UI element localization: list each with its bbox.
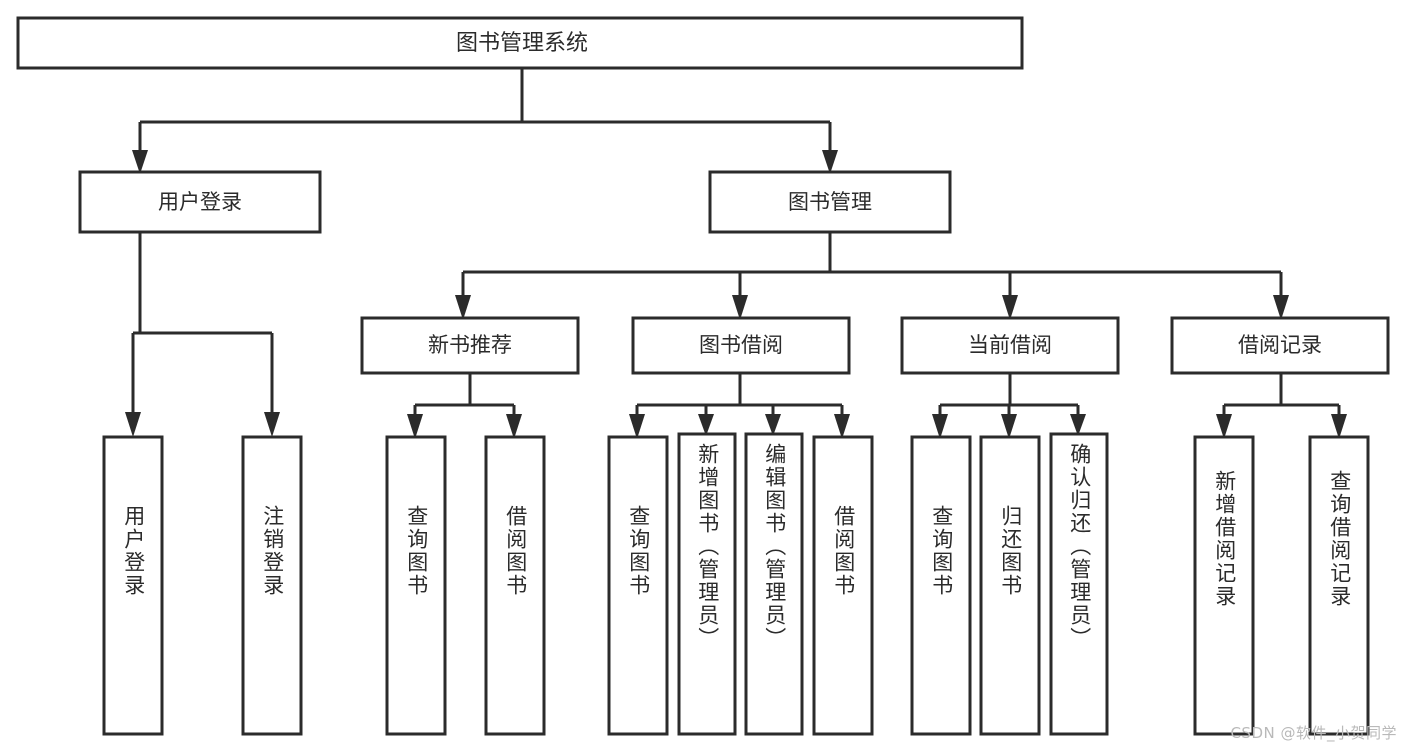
leaf-add-record-box[interactable] xyxy=(1193,435,1255,736)
node-current-borrow-box[interactable] xyxy=(900,316,1120,375)
arrowhead-leaf-user-logout xyxy=(264,412,280,437)
csdn-watermark: CSDN @软件_小贺同学 xyxy=(1230,724,1397,742)
leaf-confirm-return-box[interactable] xyxy=(1049,432,1109,736)
arrowhead-leaf-edit-book xyxy=(765,414,781,436)
leaf-boxes xyxy=(102,432,1370,736)
arrowhead-leaf-query-book-1 xyxy=(407,414,423,439)
leaf-borrow-book-1-box[interactable] xyxy=(484,435,546,736)
leaf-borrow-book-2-box[interactable] xyxy=(812,435,874,736)
arrowhead-leaf-add-book xyxy=(698,414,714,436)
arrowhead-user-login xyxy=(132,150,148,174)
leaf-user-logout-box[interactable] xyxy=(241,435,303,736)
leaf-user-login-box[interactable] xyxy=(102,435,164,736)
arrowhead-leaf-confirm-return xyxy=(1070,414,1086,436)
arrowhead-leaf-query-book-2 xyxy=(629,414,645,439)
arrowhead-book-borrow xyxy=(732,295,748,320)
node-borrow-record-label: 借阅记录 xyxy=(1238,333,1322,357)
node-user-login-box[interactable] xyxy=(78,170,322,234)
leaf-query-book-1-box[interactable] xyxy=(385,435,447,736)
node-new-book-recommend-box[interactable] xyxy=(360,316,580,375)
node-user-login[interactable]: 用户登录 xyxy=(78,170,322,234)
arrowhead-leaf-return-book xyxy=(1001,414,1017,439)
leaf-add-book-box[interactable] xyxy=(677,432,737,736)
arrowhead-leaf-borrow-book-2 xyxy=(834,414,850,439)
leaf-edit-book-box[interactable] xyxy=(744,432,804,736)
arrowhead-book-manage xyxy=(822,150,838,174)
arrowhead-leaf-user-login xyxy=(125,412,141,437)
leaf-return-book-box[interactable] xyxy=(979,435,1041,736)
node-borrow-record[interactable]: 借阅记录 xyxy=(1170,316,1390,375)
node-root-box[interactable] xyxy=(16,16,1024,70)
node-book-borrow[interactable]: 图书借阅 xyxy=(631,316,851,375)
leaf-query-record-box[interactable] xyxy=(1308,435,1370,736)
arrowhead-leaf-add-record xyxy=(1216,414,1232,439)
arrowhead-borrow-record xyxy=(1273,295,1289,320)
node-current-borrow[interactable]: 当前借阅 xyxy=(900,316,1120,375)
node-root-label: 图书管理系统 xyxy=(456,31,588,56)
node-current-borrow-label: 当前借阅 xyxy=(968,333,1052,357)
node-user-login-label: 用户登录 xyxy=(158,190,242,214)
node-book-borrow-label: 图书借阅 xyxy=(699,333,783,357)
node-new-book-recommend[interactable]: 新书推荐 xyxy=(360,316,580,375)
arrowhead-leaf-borrow-book-1 xyxy=(506,414,522,439)
connectors xyxy=(125,68,1347,439)
node-book-manage[interactable]: 图书管理 xyxy=(708,170,952,234)
arrowhead-current-borrow xyxy=(1002,295,1018,320)
node-book-manage-box[interactable] xyxy=(708,170,952,234)
node-book-borrow-box[interactable] xyxy=(631,316,851,375)
leaf-query-book-2-box[interactable] xyxy=(607,435,669,736)
node-book-manage-label: 图书管理 xyxy=(788,190,872,214)
node-new-book-recommend-label: 新书推荐 xyxy=(428,333,512,357)
node-borrow-record-box[interactable] xyxy=(1170,316,1390,375)
arrowhead-leaf-query-book-3 xyxy=(932,414,948,439)
node-root[interactable]: 图书管理系统 xyxy=(16,16,1024,70)
leaf-query-book-3-box[interactable] xyxy=(910,435,972,736)
arrowhead-new-book-recommend xyxy=(455,295,471,320)
arrowhead-leaf-query-record xyxy=(1331,414,1347,439)
